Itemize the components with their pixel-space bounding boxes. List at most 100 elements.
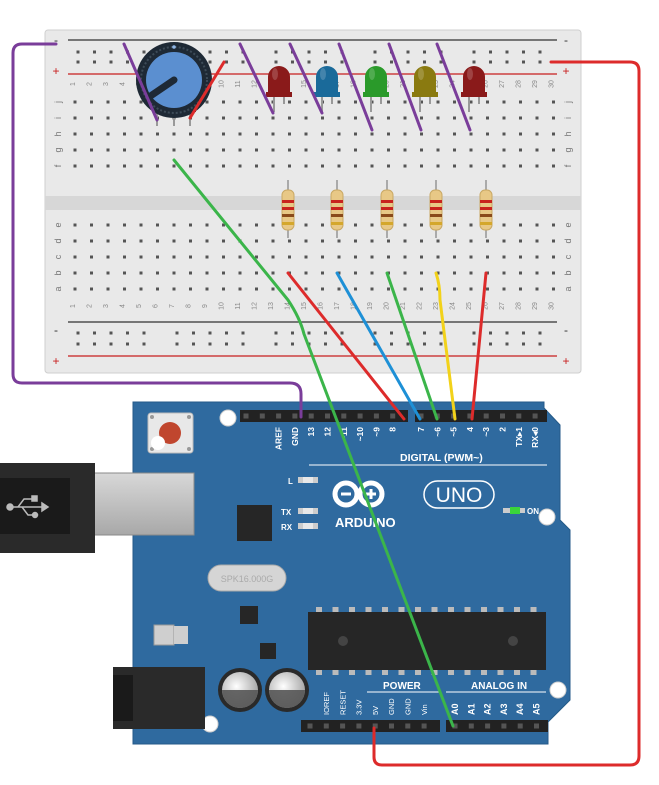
rail-hole[interactable]: [505, 60, 509, 64]
breadboard-hole[interactable]: [337, 255, 341, 259]
rail-hole[interactable]: [192, 331, 195, 335]
rail-hole[interactable]: [390, 342, 393, 346]
breadboard-hole[interactable]: [271, 223, 275, 227]
breadboard-hole[interactable]: [519, 116, 522, 120]
header-pin[interactable]: [517, 723, 523, 729]
breadboard-hole[interactable]: [271, 239, 275, 243]
jumper-purple[interactable]: [238, 42, 275, 115]
rail-hole[interactable]: [93, 342, 96, 346]
rail-hole[interactable]: [505, 342, 509, 346]
breadboard-hole[interactable]: [486, 132, 489, 136]
breadboard-hole[interactable]: [288, 132, 291, 136]
rail-hole[interactable]: [175, 342, 179, 346]
breadboard-hole[interactable]: [519, 255, 522, 259]
header-pin[interactable]: [468, 723, 474, 729]
breadboard-hole[interactable]: [156, 223, 159, 227]
breadboard-hole[interactable]: [387, 116, 390, 120]
rail-hole[interactable]: [76, 60, 80, 64]
resistor[interactable]: [281, 180, 295, 238]
breadboard-hole[interactable]: [106, 271, 110, 275]
breadboard-hole[interactable]: [337, 164, 341, 168]
breadboard-hole[interactable]: [288, 164, 291, 168]
breadboard-hole[interactable]: [469, 239, 473, 243]
breadboard-hole[interactable]: [205, 100, 209, 104]
header-pin[interactable]: [467, 413, 473, 419]
rail-hole[interactable]: [324, 60, 327, 64]
breadboard-hole[interactable]: [123, 239, 126, 243]
breadboard-hole[interactable]: [370, 164, 374, 168]
breadboard-hole[interactable]: [552, 132, 555, 136]
breadboard-hole[interactable]: [436, 116, 440, 120]
breadboard-hole[interactable]: [486, 116, 489, 120]
header-pin[interactable]: [292, 413, 298, 419]
breadboard-hole[interactable]: [139, 164, 143, 168]
breadboard-hole[interactable]: [222, 132, 225, 136]
breadboard-hole[interactable]: [420, 132, 423, 136]
rail-hole[interactable]: [142, 331, 146, 335]
breadboard-hole[interactable]: [123, 132, 126, 136]
breadboard-hole[interactable]: [205, 271, 209, 275]
rail-hole[interactable]: [423, 50, 426, 54]
breadboard-hole[interactable]: [420, 148, 423, 152]
rail-hole[interactable]: [472, 60, 476, 64]
rail-hole[interactable]: [324, 50, 327, 54]
breadboard-hole[interactable]: [255, 100, 258, 104]
breadboard-hole[interactable]: [255, 148, 258, 152]
breadboard-hole[interactable]: [370, 271, 374, 275]
rail-hole[interactable]: [76, 331, 80, 335]
breadboard-hole[interactable]: [337, 148, 341, 152]
breadboard-hole[interactable]: [354, 271, 357, 275]
breadboard-hole[interactable]: [238, 164, 242, 168]
led-green[interactable]: [363, 66, 389, 112]
breadboard-hole[interactable]: [486, 164, 489, 168]
breadboard-hole[interactable]: [552, 148, 555, 152]
rail-hole[interactable]: [241, 331, 245, 335]
rail-hole[interactable]: [406, 60, 410, 64]
breadboard-hole[interactable]: [552, 239, 555, 243]
breadboard-hole[interactable]: [106, 116, 110, 120]
rail-hole[interactable]: [291, 342, 294, 346]
rail-hole[interactable]: [307, 60, 311, 64]
breadboard-hole[interactable]: [420, 164, 423, 168]
breadboard-hole[interactable]: [304, 255, 308, 259]
rail-hole[interactable]: [522, 60, 525, 64]
breadboard-hole[interactable]: [436, 255, 440, 259]
rail-hole[interactable]: [390, 331, 393, 335]
breadboard-hole[interactable]: [354, 164, 357, 168]
breadboard-hole[interactable]: [238, 223, 242, 227]
rail-hole[interactable]: [373, 60, 377, 64]
rail-hole[interactable]: [522, 331, 525, 335]
breadboard-hole[interactable]: [222, 255, 225, 259]
resistor[interactable]: [380, 180, 394, 238]
breadboard-hole[interactable]: [205, 116, 209, 120]
breadboard-hole[interactable]: [403, 100, 407, 104]
breadboard-hole[interactable]: [403, 116, 407, 120]
breadboard-hole[interactable]: [172, 164, 176, 168]
rail-hole[interactable]: [208, 50, 212, 54]
breadboard-hole[interactable]: [271, 255, 275, 259]
rail-hole[interactable]: [208, 342, 212, 346]
breadboard-hole[interactable]: [156, 271, 159, 275]
header-pin[interactable]: [325, 413, 330, 419]
header-pin[interactable]: [405, 723, 411, 729]
breadboard-hole[interactable]: [238, 255, 242, 259]
pin7-wire[interactable]: [335, 271, 422, 421]
rail-hole[interactable]: [225, 60, 228, 64]
rail-hole[interactable]: [340, 60, 344, 64]
breadboard-hole[interactable]: [354, 132, 357, 136]
breadboard-hole[interactable]: [172, 132, 176, 136]
rail-hole[interactable]: [109, 342, 113, 346]
breadboard-hole[interactable]: [255, 255, 258, 259]
breadboard-hole[interactable]: [420, 255, 423, 259]
header-pin[interactable]: [534, 723, 539, 729]
breadboard-hole[interactable]: [106, 255, 110, 259]
breadboard-hole[interactable]: [106, 100, 110, 104]
header-pin[interactable]: [308, 413, 314, 419]
breadboard-hole[interactable]: [90, 255, 93, 259]
breadboard-hole[interactable]: [205, 287, 209, 291]
rail-hole[interactable]: [489, 342, 492, 346]
breadboard-hole[interactable]: [370, 132, 374, 136]
breadboard-hole[interactable]: [469, 271, 473, 275]
breadboard-hole[interactable]: [535, 116, 539, 120]
breadboard-hole[interactable]: [453, 255, 456, 259]
